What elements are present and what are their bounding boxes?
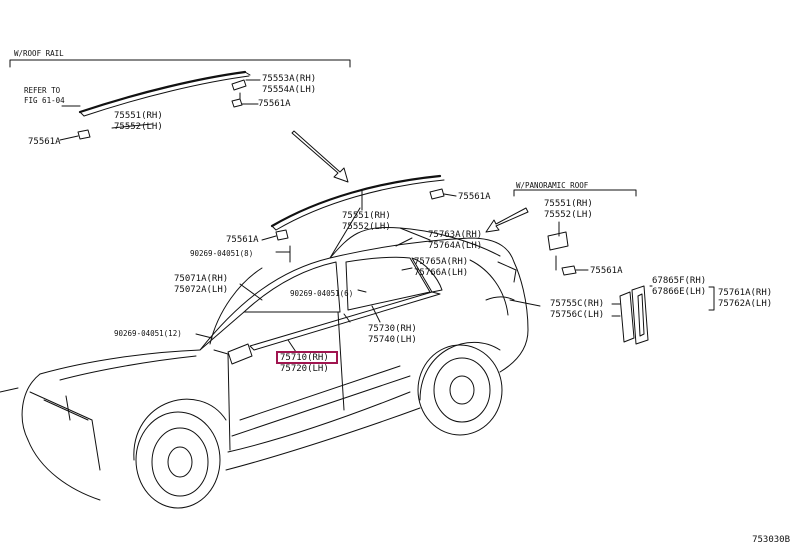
- clip-left: [77, 129, 91, 140]
- part-75755C[interactable]: 75755C(RH): [550, 299, 605, 309]
- part-75551-mid[interactable]: 75551(RH): [342, 211, 391, 221]
- car-body: [0, 226, 529, 509]
- refer-note-line1: REFER TO: [24, 86, 61, 95]
- rail-cover-top: [231, 79, 247, 91]
- part-75756C[interactable]: 75756C(LH): [550, 310, 605, 320]
- part-90269-04051-12[interactable]: 90269-04051(12): [114, 329, 182, 338]
- rear-garnish: [619, 285, 649, 345]
- part-75765A[interactable]: 75765A(RH): [414, 257, 469, 267]
- part-75561A-left[interactable]: 75561A: [28, 137, 61, 147]
- part-75072A[interactable]: 75072A(LH): [174, 285, 229, 295]
- part-75766A[interactable]: 75766A(LH): [414, 268, 469, 278]
- part-75740[interactable]: 75740(LH): [368, 335, 417, 345]
- part-75561A-top[interactable]: 75561A: [258, 99, 291, 109]
- part-75561A-pano[interactable]: 75561A: [590, 266, 623, 276]
- highlight-box: [276, 351, 338, 364]
- pano-clip-bracket: [547, 231, 569, 251]
- part-75551-top[interactable]: 75551(RH): [114, 111, 163, 121]
- diagram-code: 753030B: [752, 535, 790, 545]
- part-90269-04051-6[interactable]: 90269-04051(6): [290, 289, 354, 298]
- part-75561A-pillar[interactable]: 75561A: [226, 235, 259, 245]
- pano-bracket: [513, 189, 637, 197]
- part-75552-top[interactable]: 75552(LH): [114, 122, 163, 132]
- part-75763A[interactable]: 75763A(RH): [428, 230, 483, 240]
- part-75071A[interactable]: 75071A(RH): [174, 274, 229, 284]
- roof-rail-group-title: W/ROOF RAIL: [14, 49, 64, 58]
- roof-rail-bracket: [9, 59, 351, 68]
- refer-note-line2: FIG 61-04: [24, 96, 65, 105]
- panoramic-roof-group-title: W/PANORAMIC ROOF: [516, 181, 589, 190]
- part-75554A[interactable]: 75554A(LH): [262, 85, 317, 95]
- part-75561A-roof[interactable]: 75561A: [458, 192, 491, 202]
- part-75552-pano[interactable]: 75552(LH): [544, 210, 593, 220]
- part-75761A[interactable]: 75761A(RH): [718, 288, 773, 298]
- part-75552-mid[interactable]: 75552(LH): [342, 222, 391, 232]
- pano-clip: [561, 265, 577, 276]
- roof-rail-mid: [270, 174, 445, 231]
- part-75553A[interactable]: 75553A(RH): [262, 74, 317, 84]
- part-75764A[interactable]: 75764A(LH): [428, 241, 483, 251]
- direction-arrow-small: [485, 207, 529, 233]
- part-90269-04051-8[interactable]: 90269-04051(8): [190, 249, 254, 258]
- part-75710[interactable]: 75710(RH): [280, 353, 329, 363]
- part-67866E[interactable]: 67866E(LH): [652, 287, 707, 297]
- part-75720[interactable]: 75720(LH): [280, 364, 329, 374]
- part-67865F[interactable]: 67865F(RH): [652, 276, 707, 286]
- direction-arrow: [291, 130, 349, 183]
- part-75551-pano[interactable]: 75551(RH): [544, 199, 593, 209]
- part-75730[interactable]: 75730(RH): [368, 324, 417, 334]
- clip-top: [231, 98, 243, 108]
- part-75762A[interactable]: 75762A(LH): [718, 299, 773, 309]
- clip-mid: [429, 188, 445, 200]
- roof-rail-top: [78, 70, 251, 117]
- clip-pillar: [275, 229, 289, 241]
